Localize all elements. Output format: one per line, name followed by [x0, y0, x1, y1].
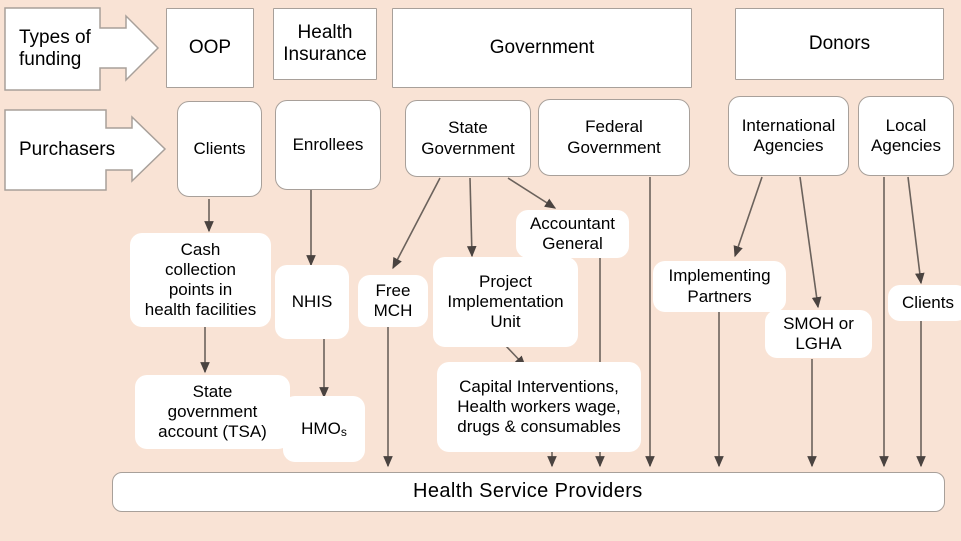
node-hmos-subscript-s: s: [340, 424, 347, 439]
node-project-implementation-unit[interactable]: Project Implementation Unit: [433, 257, 578, 347]
callout-purchasers: Purchasers: [19, 138, 116, 160]
node-smoh-or-lgha[interactable]: SMOH or LGHA: [765, 310, 872, 358]
funding-type-donors[interactable]: Donors: [735, 8, 944, 80]
purchaser-international-agencies[interactable]: International Agencies: [728, 96, 849, 176]
node-cash-collection-points[interactable]: Cash collection points in health facilit…: [130, 233, 271, 327]
purchaser-state-government[interactable]: State Government: [405, 100, 531, 177]
health-service-providers-label: Health Service Providers: [413, 480, 643, 503]
node-hmos-label: HMOs: [301, 418, 347, 439]
node-capital-interventions[interactable]: Capital Interventions, Health workers wa…: [437, 362, 641, 452]
funding-type-health-insurance[interactable]: Health Insurance: [273, 8, 377, 80]
node-health-service-providers[interactable]: Health Service Providers: [112, 472, 945, 512]
node-implementing-partners[interactable]: Implementing Partners: [653, 261, 786, 312]
node-clients-donor-side[interactable]: Clients: [888, 285, 961, 321]
callout-types-of-funding: Types of funding: [19, 26, 91, 70]
node-free-mch[interactable]: Free MCH: [358, 275, 428, 327]
purchaser-clients[interactable]: Clients: [177, 101, 262, 197]
purchaser-enrollees[interactable]: Enrollees: [275, 100, 381, 190]
purchaser-local-agencies[interactable]: Local Agencies: [858, 96, 954, 176]
purchaser-federal-government[interactable]: Federal Government: [538, 99, 690, 176]
node-nhis[interactable]: NHIS: [275, 265, 349, 339]
funding-type-government[interactable]: Government: [392, 8, 692, 88]
funding-type-oop[interactable]: OOP: [166, 8, 254, 88]
node-accountant-general[interactable]: Accountant General: [516, 210, 629, 258]
node-hmos[interactable]: HMOs: [283, 396, 365, 462]
node-state-government-account-tsa[interactable]: State government account (TSA): [135, 375, 290, 449]
